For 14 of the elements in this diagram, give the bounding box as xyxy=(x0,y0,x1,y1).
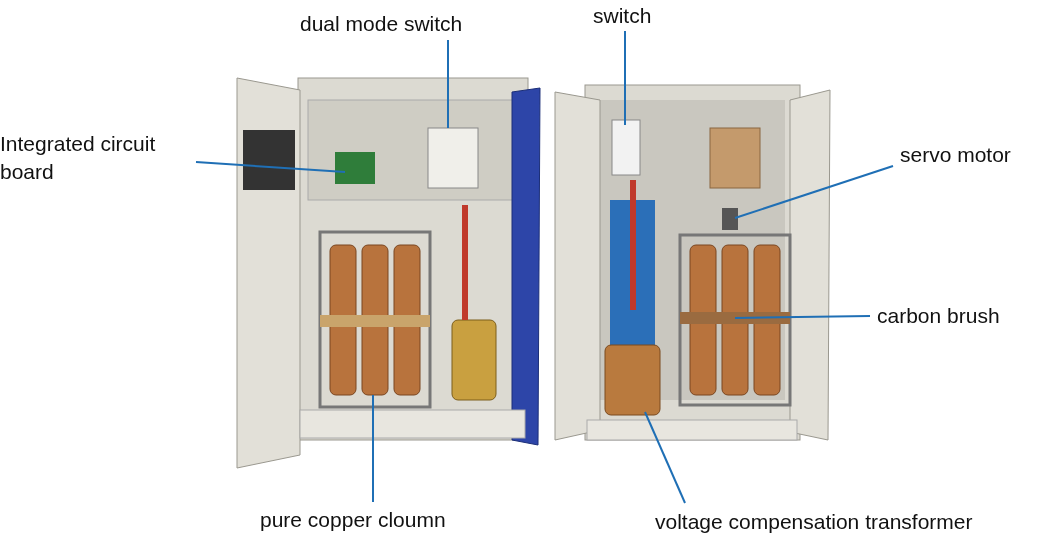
leader-line xyxy=(195,161,346,173)
leader-line xyxy=(447,39,449,129)
part-label: dual mode switch xyxy=(300,10,500,38)
leader-line xyxy=(644,411,686,504)
leader-line xyxy=(372,394,374,503)
leader-line xyxy=(734,165,894,219)
part-label: Integrated circuit board xyxy=(0,130,185,186)
part-label: voltage compensation transformer xyxy=(655,508,1045,536)
leader-line xyxy=(624,30,626,126)
part-label: pure copper cloumn xyxy=(260,506,490,534)
part-label: switch xyxy=(593,2,673,30)
leader-line xyxy=(734,315,871,319)
part-label: carbon brush xyxy=(877,302,1027,330)
part-label: servo motor xyxy=(900,141,1040,169)
